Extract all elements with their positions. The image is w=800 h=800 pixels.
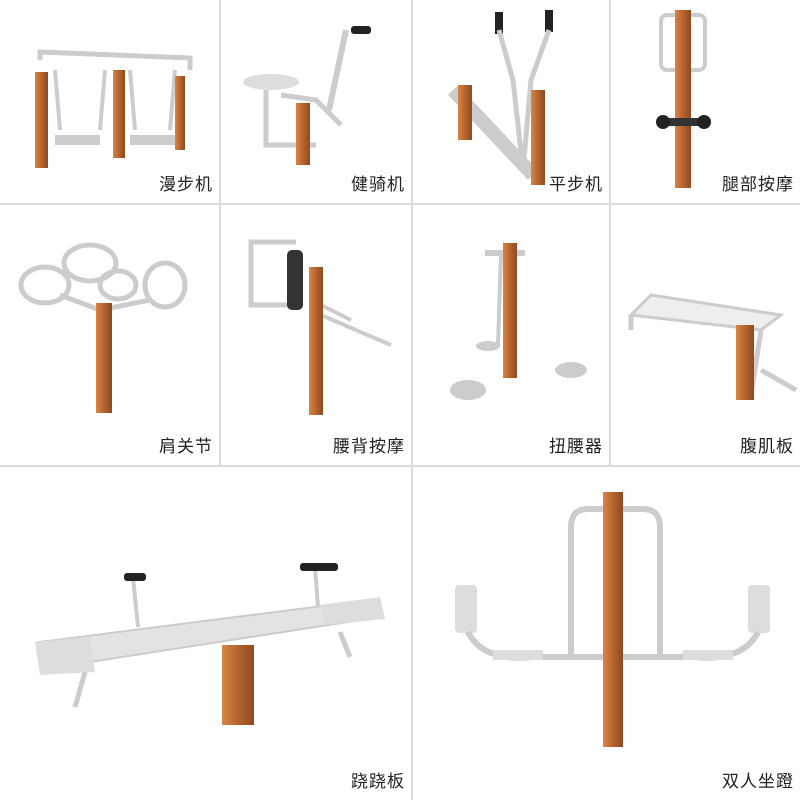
product-label: 双人坐蹬: [722, 772, 794, 792]
product-label: 健骑机: [351, 175, 405, 195]
product-label: 跷跷板: [351, 772, 405, 792]
divider: [609, 0, 611, 465]
product-card[interactable]: 平步机: [413, 0, 609, 203]
product-label: 腿部按摩: [722, 175, 794, 195]
product-card[interactable]: 跷跷板: [0, 467, 411, 800]
product-label: 肩关节: [159, 437, 213, 457]
back-massager-image: [248, 239, 392, 415]
product-card[interactable]: 腰背按摩: [221, 205, 411, 465]
product-label: 腹肌板: [740, 437, 794, 457]
stepper-image: [447, 10, 553, 185]
rider-image: [243, 26, 371, 165]
seesaw-image: [35, 563, 385, 725]
product-card[interactable]: 扭腰器: [413, 205, 609, 465]
divider: [0, 465, 800, 467]
leg-massager-image: [656, 10, 711, 188]
product-card[interactable]: 漫步机: [0, 0, 219, 203]
product-card[interactable]: 双人坐蹬: [413, 467, 800, 800]
product-card[interactable]: 健骑机: [221, 0, 411, 203]
divider: [411, 0, 413, 800]
product-label: 平步机: [549, 175, 603, 195]
product-label: 漫步机: [159, 175, 213, 195]
product-card[interactable]: 腹肌板: [611, 205, 800, 465]
divider: [0, 203, 800, 205]
double-leg-press-image: [455, 492, 770, 747]
walker-image: [35, 49, 193, 168]
product-label: 腰背按摩: [333, 437, 405, 457]
divider: [219, 0, 221, 465]
product-card[interactable]: 腿部按摩: [611, 0, 800, 203]
shoulder-wheel-image: [18, 242, 188, 413]
product-card[interactable]: 肩关节: [0, 205, 219, 465]
waist-twister-image: [450, 243, 587, 400]
product-label: 扭腰器: [549, 437, 603, 457]
sit-up-board-image: [627, 293, 798, 400]
